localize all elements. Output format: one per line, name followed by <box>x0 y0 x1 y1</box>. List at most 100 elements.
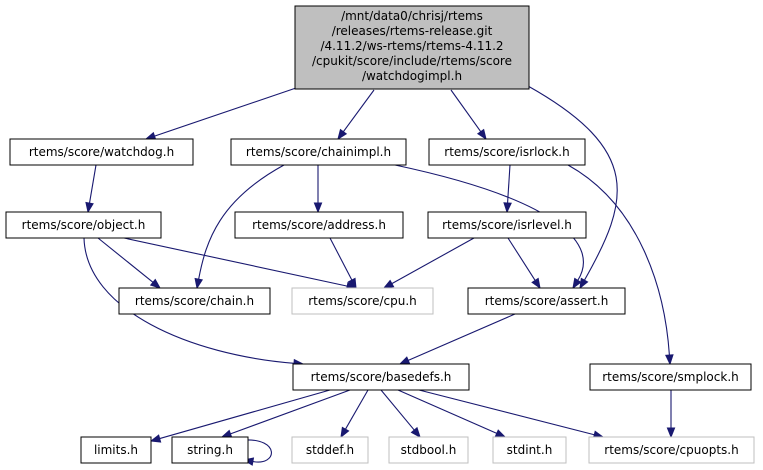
edge-arrowhead <box>398 356 411 365</box>
root-path-line-4: /cpukit/score/include/rtems/score <box>312 54 512 68</box>
node-label: stdbool.h <box>401 443 457 457</box>
edge-line <box>243 439 272 463</box>
node-stdbool: stdbool.h <box>388 436 469 464</box>
node-label: rtems/score/chainimpl.h <box>246 145 391 159</box>
edge-basedefs-to-stdint <box>397 389 507 438</box>
node-cpuopts: rtems/score/cpuopts.h <box>588 436 755 464</box>
edge-basedefs-to-cpuopts <box>418 389 605 439</box>
edge-line <box>391 237 475 285</box>
node-smplock: rtems/score/smplock.h <box>589 363 752 391</box>
node-stddef: stddef.h <box>291 436 369 464</box>
node-label: rtems/score/object.h <box>22 218 146 232</box>
edge-line <box>83 237 295 364</box>
node-box <box>234 211 404 239</box>
edge-arrowhead <box>579 277 589 290</box>
edge-line <box>198 164 285 280</box>
node-box <box>467 287 626 315</box>
edge-basedefs-to-stddef <box>340 389 369 439</box>
edge-line <box>380 389 415 431</box>
file-nodes: /mnt/data0/chrisj/rtems /releases/rtems-… <box>5 5 755 464</box>
edge-line <box>342 89 375 133</box>
edge-arrowhead <box>665 354 674 366</box>
edge-root-to-isrlock <box>450 89 487 141</box>
edge-line <box>97 237 154 283</box>
edge-arrowhead <box>410 426 421 439</box>
node-label: rtems/score/cpuopts.h <box>604 443 738 457</box>
edge-basedefs-to-string <box>220 389 351 438</box>
edge-arrowhead <box>503 202 512 214</box>
node-watchdogimpl-root: /mnt/data0/chrisj/rtems /releases/rtems-… <box>294 5 530 90</box>
edge-line <box>450 89 482 132</box>
node-label: rtems/score/isrlock.h <box>444 145 569 159</box>
edge-watchdog-to-object <box>85 164 97 214</box>
edge-address-to-cpu <box>329 237 357 290</box>
node-basedefs: rtems/score/basedefs.h <box>292 363 470 391</box>
edge-arrowhead <box>194 277 204 290</box>
node-label: rtems/score/assert.h <box>485 294 609 308</box>
edge-isrlevel-to-cpu <box>382 237 475 289</box>
node-cpu: rtems/score/cpu.h <box>291 287 434 315</box>
node-label: stddef.h <box>306 443 354 457</box>
node-box <box>428 138 586 166</box>
edge-arrowhead <box>220 429 233 438</box>
node-label: rtems/score/chain.h <box>135 294 254 308</box>
edge-line <box>159 389 331 440</box>
root-path-line-5: /watchdogimpl.h <box>362 69 462 83</box>
node-assert: rtems/score/assert.h <box>467 287 626 315</box>
edge-line <box>408 313 516 361</box>
node-isrlock: rtems/score/isrlock.h <box>428 138 586 166</box>
node-chainimpl: rtems/score/chainimpl.h <box>230 138 407 166</box>
edge-smplock-to-cpuopts <box>666 390 676 439</box>
edge-root-to-assert <box>527 85 618 290</box>
edge-chainimpl-to-chain <box>194 164 285 290</box>
node-box <box>388 436 469 464</box>
edge-line <box>88 164 97 204</box>
node-limits: limits.h <box>80 436 152 464</box>
edge-arrowhead <box>382 279 395 289</box>
edge-basedefs-to-limits <box>149 389 331 443</box>
edge-line <box>397 389 497 434</box>
node-chain: rtems/score/chain.h <box>118 287 271 315</box>
edge-arrowhead <box>531 277 541 290</box>
edge-line <box>527 85 618 281</box>
edge-line <box>329 237 353 281</box>
edge-line <box>567 164 670 356</box>
node-isrlevel: rtems/score/isrlevel.h <box>427 211 587 239</box>
root-path-line-3: /4.11.2/ws-rtems/rtems-4.11.2 <box>320 39 503 53</box>
edge-isrlock-to-smplock <box>567 164 674 366</box>
edge-arrowhead <box>572 277 582 290</box>
node-box <box>118 287 271 315</box>
node-label: limits.h <box>94 443 138 457</box>
edge-arrowhead <box>144 131 157 141</box>
node-box <box>588 436 755 464</box>
edge-arrowhead <box>666 427 676 439</box>
node-label: rtems/score/cpu.h <box>308 294 417 308</box>
node-object: rtems/score/object.h <box>5 211 162 239</box>
node-box <box>5 211 162 239</box>
edge-line <box>123 237 348 287</box>
edge-object-to-chain <box>97 237 162 289</box>
node-watchdog: rtems/score/watchdog.h <box>9 138 194 166</box>
node-label: rtems/score/address.h <box>252 218 386 232</box>
edge-assert-to-basedefs <box>398 313 516 365</box>
node-box <box>292 363 470 391</box>
node-label: rtems/score/watchdog.h <box>29 145 174 159</box>
edge-root-to-watchdog <box>144 87 297 141</box>
root-path-line-2: /releases/rtems-release.git <box>332 24 493 38</box>
node-string: string.h <box>171 436 249 464</box>
node-stdint: stdint.h <box>492 436 567 464</box>
node-box <box>492 436 567 464</box>
edge-line <box>230 389 351 435</box>
node-label: string.h <box>187 443 233 457</box>
edge-chainimpl-to-address <box>313 165 323 214</box>
edge-arrowhead <box>494 429 507 438</box>
node-label: rtems/score/smplock.h <box>602 370 739 384</box>
node-box <box>589 363 752 391</box>
edge-line <box>418 389 595 436</box>
edge-isrlevel-to-assert <box>507 237 541 290</box>
edge-arrowhead <box>149 278 162 289</box>
edge-isrlock-to-isrlevel <box>503 164 512 214</box>
edge-object-to-cpu <box>123 237 358 291</box>
node-address: rtems/score/address.h <box>234 211 404 239</box>
